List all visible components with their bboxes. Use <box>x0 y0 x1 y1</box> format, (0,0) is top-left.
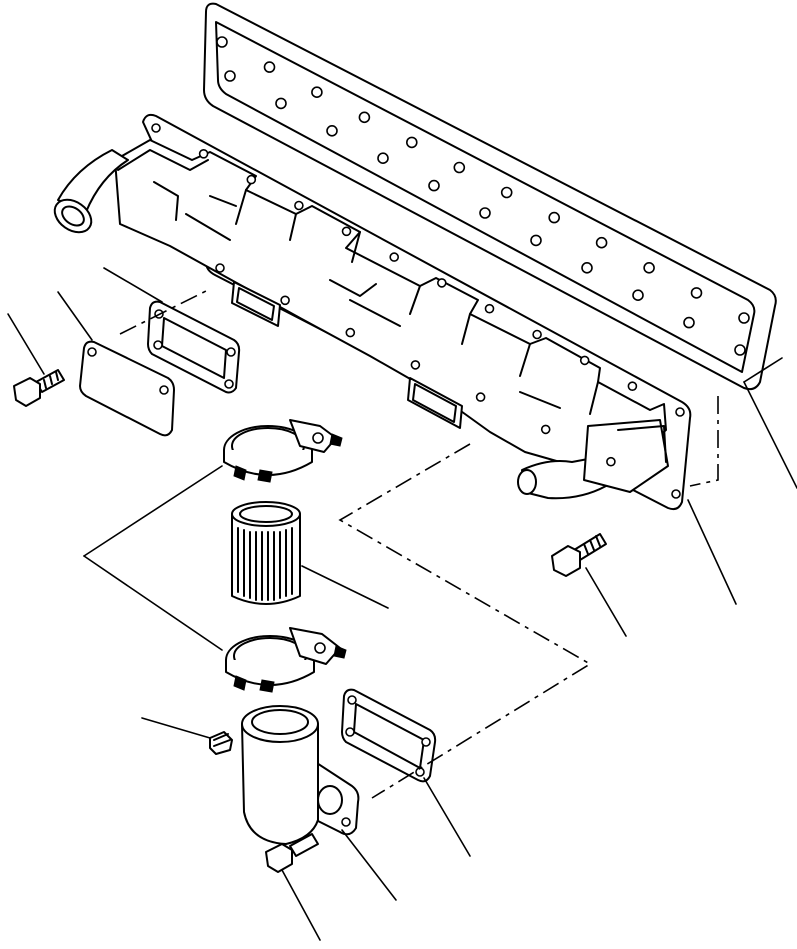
gasket-bolt-hole <box>428 179 440 192</box>
gasket-bolt-hole <box>377 152 389 164</box>
cover-bolt-hole <box>484 303 495 314</box>
manifold-cover-gasket <box>203 2 777 391</box>
pipe-plug <box>209 731 233 755</box>
manifold-cover <box>53 113 692 511</box>
gasket-bolt-hole <box>500 186 513 199</box>
gasket-bolt-hole <box>643 261 655 274</box>
blanking-plate-gasket <box>147 300 241 394</box>
cover-bolt-hole <box>532 329 542 340</box>
blanking-plate-bolt <box>13 369 65 407</box>
cover-bolt-hole <box>215 263 225 273</box>
upper-hose-clamp <box>223 419 343 483</box>
gasket-bolt-hole <box>683 316 695 329</box>
cover-bolt-hole <box>280 295 290 306</box>
cover-bolt-hole <box>410 360 421 370</box>
gasket-bolt-hole <box>595 236 608 249</box>
gasket-bolt-hole <box>632 289 644 302</box>
cover-bolt-hole <box>341 226 352 237</box>
hose <box>231 501 301 605</box>
cover-bolt-hole <box>579 355 590 366</box>
elbow-bolt <box>265 833 319 873</box>
gasket-bolt-hole <box>479 207 491 219</box>
assembly-lines <box>119 289 719 799</box>
cover-bolt-hole <box>606 456 616 467</box>
gasket-bolt-hole <box>263 61 276 73</box>
gasket-bolt-hole <box>738 312 750 324</box>
cover-bolt-hole <box>151 123 161 133</box>
gasket-bolt-hole <box>275 97 287 110</box>
leader-lines <box>7 267 797 941</box>
cover-bolt-hole <box>436 278 447 288</box>
cover-bolt-hole <box>389 252 400 262</box>
gasket-bolt-hole <box>224 70 236 82</box>
gasket-bolt-hole <box>530 234 542 247</box>
gasket-bolt-hole <box>690 287 703 299</box>
cover-bolt-hole <box>627 381 638 392</box>
cover-bolt-hole <box>246 174 257 185</box>
cover-bolt-hole <box>540 424 551 435</box>
gasket-bolt-hole <box>581 261 593 274</box>
cover-bolt <box>551 533 607 577</box>
blanking-plate <box>79 340 175 437</box>
cover-bolt-hole <box>475 392 486 402</box>
gasket-bolt-hole <box>548 211 561 224</box>
cover-bolt-hole <box>345 327 356 338</box>
elbow-connector <box>241 705 360 845</box>
cover-bolt-hole <box>294 200 304 211</box>
gasket-bolt-hole <box>216 36 228 48</box>
gasket-bolt-hole <box>453 161 466 174</box>
gasket-bolt-hole <box>311 86 323 98</box>
gasket-bolt-hole <box>326 125 338 137</box>
gasket-bolt-hole <box>734 344 746 356</box>
gasket-bolt-hole <box>405 136 418 149</box>
gasket-bolt-hole <box>358 111 371 124</box>
cover-bolt-hole <box>675 407 685 417</box>
cover-bolt-hole <box>671 489 681 499</box>
lower-hose-clamp <box>225 627 347 693</box>
cover-bolt-hole <box>198 149 209 159</box>
elbow-gasket <box>341 688 437 783</box>
